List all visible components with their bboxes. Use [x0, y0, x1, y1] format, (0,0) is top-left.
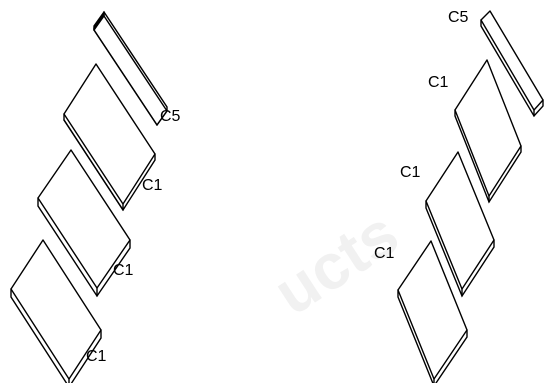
watermark-text: ucts: [261, 197, 411, 329]
left-label-c1-lower: C1: [86, 348, 107, 365]
right-plate-c1-lower: [397, 240, 468, 383]
right-label-c1-lower: C1: [374, 245, 395, 262]
right-stack: C5 C1 C1 C1: [374, 9, 544, 383]
right-plate-c1-upper: [454, 59, 522, 204]
left-plate-c5: [93, 10, 168, 126]
left-stack: C5 C1 C1 C1: [10, 10, 181, 383]
left-plate-c1-lower: [10, 239, 102, 383]
left-plate-c1-middle: [37, 149, 131, 298]
left-label-c1-middle: C1: [113, 262, 134, 279]
right-label-c1-middle: C1: [400, 164, 421, 181]
right-label-c1-upper: C1: [428, 74, 449, 91]
left-label-c5: C5: [160, 108, 181, 125]
right-label-c5: C5: [448, 9, 469, 26]
right-plate-c1-middle: [425, 151, 495, 298]
right-plate-c5: [480, 10, 544, 118]
left-label-c1-upper: C1: [142, 177, 163, 194]
left-plate-c1-upper: [63, 63, 156, 212]
